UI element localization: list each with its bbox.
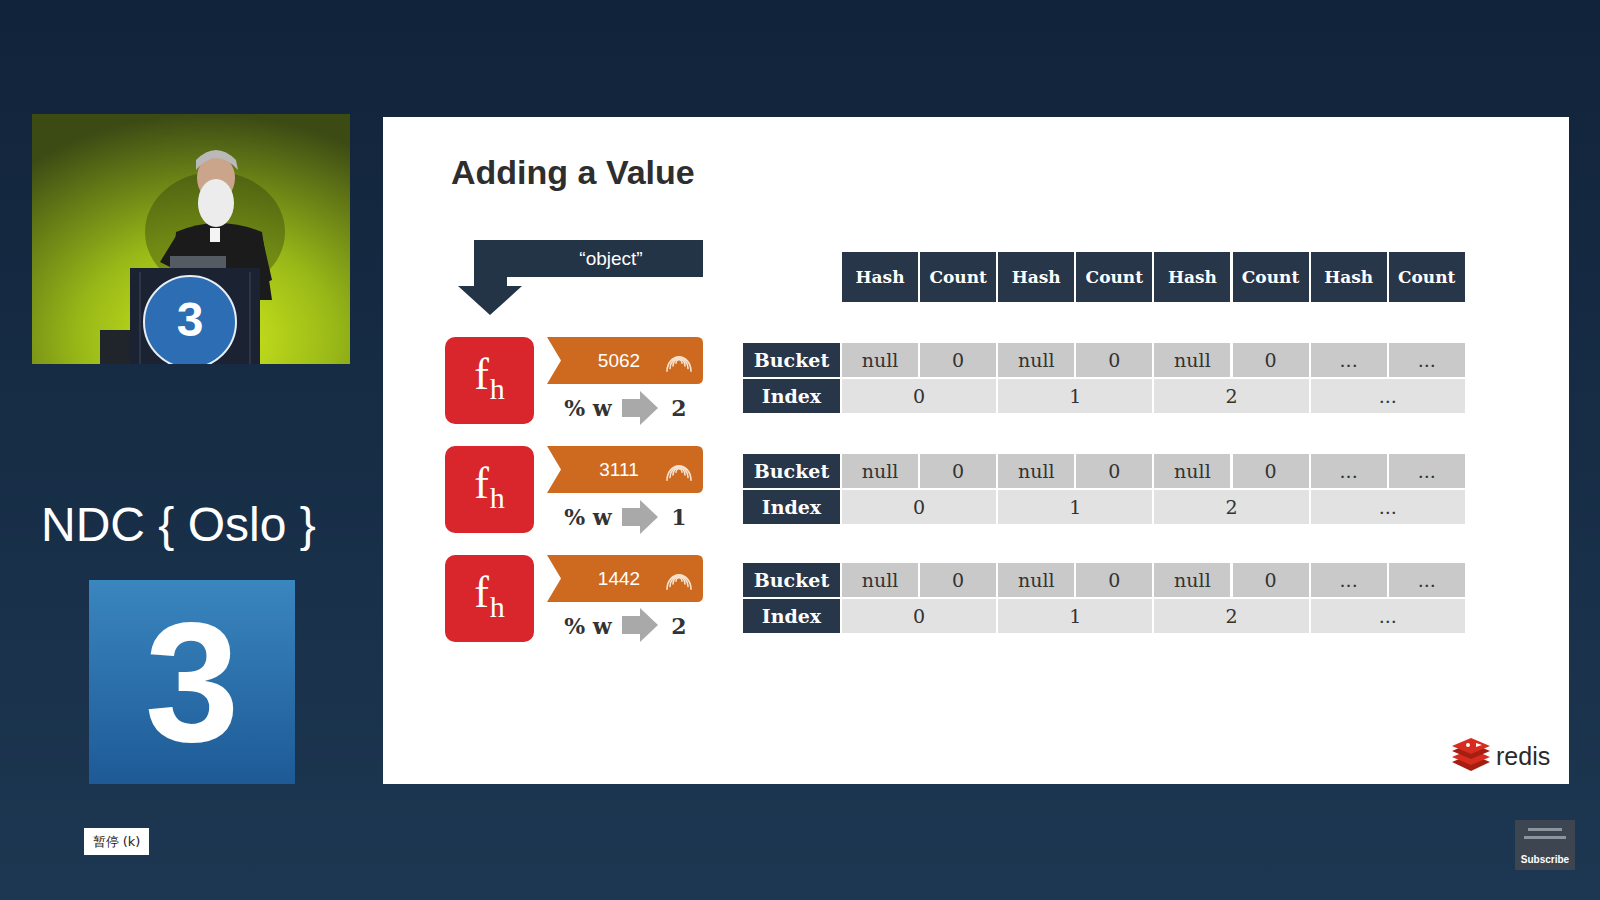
hash-function-box: fh: [445, 555, 534, 642]
table-row-header: Index: [743, 490, 840, 524]
bucket-cell: null: [998, 563, 1074, 597]
index-cell: 1: [998, 379, 1152, 413]
table-header-cell: Count: [1076, 252, 1152, 302]
index-cell: ...: [1311, 490, 1465, 524]
bucket-cell: 0: [1233, 563, 1309, 597]
redis-logo-text: redis: [1496, 740, 1560, 772]
bucket-cell: 0: [1233, 343, 1309, 377]
index-cell: 1: [998, 490, 1152, 524]
bucket-cell: 0: [920, 563, 996, 597]
index-cell: ...: [1311, 379, 1465, 413]
modulo-operator: % w: [558, 502, 618, 532]
table-header-cell: Count: [1233, 252, 1309, 302]
table-row-header: Bucket: [743, 454, 840, 488]
index-cell: 0: [842, 379, 996, 413]
player-tooltip: 暂停 (k): [84, 828, 149, 855]
fingerprint-banner: 3111: [547, 446, 715, 493]
index-cell: ...: [1311, 599, 1465, 633]
table-row-header: Index: [743, 379, 840, 413]
table-header-cell: Hash: [1311, 252, 1387, 302]
bucket-cell: null: [842, 454, 918, 488]
function-subscript: h: [490, 590, 505, 624]
fingerprint-icon: [667, 466, 691, 480]
bucket-cell: 0: [1233, 454, 1309, 488]
bucket-cell: ...: [1389, 454, 1465, 488]
bucket-cell: 0: [1076, 563, 1152, 597]
hash-function-box: fh: [445, 446, 534, 533]
slide-panel: [383, 117, 1569, 784]
bucket-cell: 0: [1076, 343, 1152, 377]
modulo-operator: % w: [558, 611, 618, 641]
bucket-cell: ...: [1389, 563, 1465, 597]
fingerprint-banner: 5062: [547, 337, 715, 384]
index-cell: 2: [1154, 490, 1308, 524]
modulo-operator: % w: [558, 393, 618, 423]
table-row-header: Bucket: [743, 563, 840, 597]
bucket-cell: null: [842, 563, 918, 597]
table-header-cell: Hash: [842, 252, 918, 302]
table-row-header: Index: [743, 599, 840, 633]
index-cell: 1: [998, 599, 1152, 633]
input-arrow-banner: “object”: [458, 240, 715, 315]
hash-value: 1442: [557, 555, 681, 602]
bucket-index-result: 2: [666, 393, 692, 423]
bucket-index-result: 2: [666, 611, 692, 641]
subscribe-badge: [1515, 820, 1575, 870]
bucket-cell: ...: [1311, 454, 1387, 488]
subscribe-text: Subscribe: [1515, 852, 1575, 867]
bucket-cell: ...: [1311, 563, 1387, 597]
modulo-arrows: [622, 391, 658, 642]
table-header-cell: Count: [1389, 252, 1465, 302]
index-cell: 2: [1154, 379, 1308, 413]
table-header-cell: Count: [920, 252, 996, 302]
function-subscript: h: [490, 481, 505, 515]
fingerprint-icon: [667, 357, 691, 371]
function-symbol: f: [474, 458, 489, 509]
hash-value: 5062: [557, 337, 681, 384]
function-subscript: h: [490, 372, 505, 406]
fingerprint-banner: 1442: [547, 555, 715, 602]
hash-function-box: fh: [445, 337, 534, 424]
hash-value: 3111: [557, 446, 681, 493]
bucket-cell: ...: [1389, 343, 1465, 377]
bucket-cell: ...: [1311, 343, 1387, 377]
fingerprint-icon: [667, 575, 691, 589]
bucket-cell: null: [1154, 454, 1230, 488]
conference-logo: NDC { Oslo }: [41, 495, 351, 555]
logo-square: [89, 580, 295, 784]
function-symbol: f: [474, 349, 489, 400]
input-value: “object”: [507, 240, 715, 277]
podium-number: 3: [160, 294, 220, 346]
table-row-header: Bucket: [743, 343, 840, 377]
bucket-cell: 0: [920, 454, 996, 488]
bucket-cell: null: [998, 343, 1074, 377]
bucket-cell: null: [842, 343, 918, 377]
bucket-cell: null: [998, 454, 1074, 488]
function-symbol: f: [474, 567, 489, 618]
bucket-index-result: 1: [666, 502, 692, 532]
index-cell: 0: [842, 490, 996, 524]
speaker-video: [32, 114, 350, 364]
bucket-cell: 0: [920, 343, 996, 377]
bucket-cell: 0: [1076, 454, 1152, 488]
bucket-cell: null: [1154, 563, 1230, 597]
slide-title: Adding a Value: [451, 150, 695, 194]
index-cell: 2: [1154, 599, 1308, 633]
room-number: 3: [89, 580, 295, 784]
redis-icon: [1452, 738, 1490, 771]
table-header-cell: Hash: [998, 252, 1074, 302]
bucket-cell: null: [1154, 343, 1230, 377]
index-cell: 0: [842, 599, 996, 633]
table-header-cell: Hash: [1154, 252, 1230, 302]
